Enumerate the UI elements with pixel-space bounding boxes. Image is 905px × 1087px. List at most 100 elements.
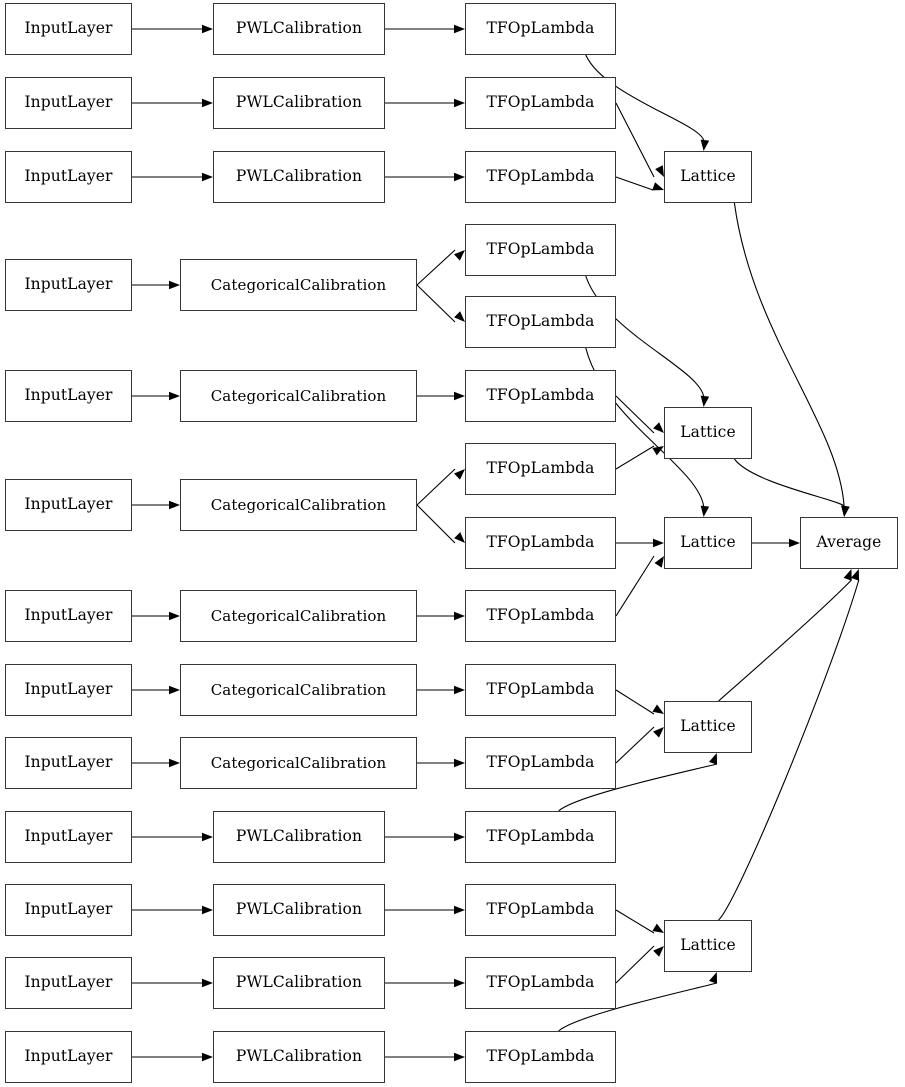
arrowhead-icon-lam5-to-lat3 bbox=[700, 505, 710, 517]
graph-node-lam8[interactable]: TFOpLambda bbox=[465, 517, 616, 569]
edge-lam12-to-lat4 bbox=[558, 763, 717, 812]
arrowhead-icon-cal5-to-lam6 bbox=[454, 391, 465, 401]
edge-cal4-to-lam5 bbox=[416, 284, 456, 323]
edge-cal4-to-lam4 bbox=[416, 249, 456, 286]
arrowhead-icon-cal13-to-lam15 bbox=[454, 1052, 465, 1062]
edge-lam7-to-lat2 bbox=[615, 445, 655, 470]
arrowhead-icon-lam4-to-lat2 bbox=[700, 395, 710, 407]
edge-lam11-to-lat4 bbox=[615, 726, 655, 764]
arrowhead-icon-cal12-to-lam14 bbox=[454, 978, 465, 988]
graph-node-in2[interactable]: InputLayer bbox=[5, 77, 132, 129]
graph-node-lam2[interactable]: TFOpLambda bbox=[465, 77, 616, 129]
graph-node-in1[interactable]: InputLayer bbox=[5, 3, 132, 55]
graph-node-cal1[interactable]: PWLCalibration bbox=[213, 3, 385, 55]
arrowhead-icon-cal1-to-lam1 bbox=[454, 24, 465, 34]
arrowhead-icon-in2-to-cal2 bbox=[202, 98, 213, 108]
graph-node-cal5[interactable]: CategoricalCalibration bbox=[180, 370, 417, 422]
arrowhead-icon-in9-to-cal9 bbox=[169, 758, 180, 768]
arrowhead-icon-lam12-to-lat4 bbox=[708, 753, 718, 765]
arrowhead-icon-lam14-to-lat5 bbox=[653, 946, 664, 957]
graph-node-cal4[interactable]: CategoricalCalibration bbox=[180, 259, 417, 311]
edge-lat2-to-avg bbox=[733, 458, 845, 507]
graph-node-cal11[interactable]: PWLCalibration bbox=[213, 884, 385, 936]
edge-lam2-to-lat1 bbox=[615, 102, 655, 178]
arrowhead-icon-cal3-to-lam3 bbox=[454, 172, 465, 182]
edge-lam9-to-lat3 bbox=[615, 555, 655, 617]
arrowhead-icon-lam6-to-lat2 bbox=[653, 422, 664, 433]
graph-node-lam14[interactable]: TFOpLambda bbox=[465, 957, 616, 1009]
graph-node-in9[interactable]: InputLayer bbox=[5, 737, 132, 789]
graph-node-in5[interactable]: InputLayer bbox=[5, 370, 132, 422]
arrowhead-icon-lam7-to-lat2 bbox=[652, 446, 664, 456]
arrowhead-icon-cal10-to-lam12 bbox=[454, 832, 465, 842]
graph-node-lat2[interactable]: Lattice bbox=[664, 407, 752, 459]
edge-lat5-to-avg bbox=[718, 579, 860, 921]
graph-node-in11[interactable]: InputLayer bbox=[5, 884, 132, 936]
graph-node-in10[interactable]: InputLayer bbox=[5, 811, 132, 863]
edge-cal6-to-lam8 bbox=[416, 504, 456, 544]
arrowhead-icon-cal9-to-lam11 bbox=[454, 758, 465, 768]
arrowhead-icon-cal8-to-lam10 bbox=[454, 685, 465, 695]
arrowhead-icon-in11-to-cal11 bbox=[202, 905, 213, 915]
graph-node-cal6[interactable]: CategoricalCalibration bbox=[180, 479, 417, 531]
graph-node-lam1[interactable]: TFOpLambda bbox=[465, 3, 616, 55]
arrowhead-icon-in13-to-cal13 bbox=[202, 1052, 213, 1062]
graph-node-avg[interactable]: Average bbox=[800, 517, 898, 569]
edge-cal6-to-lam7 bbox=[416, 468, 456, 506]
graph-node-lam15[interactable]: TFOpLambda bbox=[465, 1031, 616, 1083]
edge-lat1-to-avg bbox=[733, 202, 845, 507]
graph-node-lam4[interactable]: TFOpLambda bbox=[465, 224, 616, 276]
arrowhead-icon-in4-to-cal4 bbox=[169, 280, 180, 290]
edge-lam6-to-lat2 bbox=[615, 395, 655, 434]
graph-node-lam6[interactable]: TFOpLambda bbox=[465, 370, 616, 422]
graph-node-lam5[interactable]: TFOpLambda bbox=[465, 296, 616, 348]
graph-node-lam12[interactable]: TFOpLambda bbox=[465, 811, 616, 863]
edge-lam3-to-lat1 bbox=[615, 176, 654, 191]
graph-node-lat5[interactable]: Lattice bbox=[664, 920, 752, 972]
edge-lam1-to-lat1 bbox=[585, 54, 705, 141]
graph-node-in12[interactable]: InputLayer bbox=[5, 957, 132, 1009]
graph-node-lam13[interactable]: TFOpLambda bbox=[465, 884, 616, 936]
graph-node-cal12[interactable]: PWLCalibration bbox=[213, 957, 385, 1009]
graph-node-cal2[interactable]: PWLCalibration bbox=[213, 77, 385, 129]
graph-node-lam7[interactable]: TFOpLambda bbox=[465, 443, 616, 495]
arrowhead-icon-lam3-to-lat1 bbox=[652, 182, 664, 191]
graph-node-in6[interactable]: InputLayer bbox=[5, 479, 132, 531]
arrowhead-icon-lam8-to-lat3 bbox=[653, 538, 664, 548]
edge-lam14-to-lat5 bbox=[615, 945, 655, 984]
arrowhead-icon-in6-to-cal6 bbox=[169, 500, 180, 510]
arrowhead-icon-lam9-to-lat3 bbox=[654, 556, 664, 568]
arrowhead-icon-in7-to-cal7 bbox=[169, 611, 180, 621]
arrowhead-icon-lam13-to-lat5 bbox=[652, 923, 664, 933]
arrowhead-icon-lam2-to-lat1 bbox=[655, 165, 664, 177]
graph-node-in7[interactable]: InputLayer bbox=[5, 590, 132, 642]
graph-node-cal9[interactable]: CategoricalCalibration bbox=[180, 737, 417, 789]
graph-node-cal7[interactable]: CategoricalCalibration bbox=[180, 590, 417, 642]
graph-node-in3[interactable]: InputLayer bbox=[5, 151, 132, 203]
arrowhead-icon-in10-to-cal10 bbox=[202, 832, 213, 842]
arrowhead-icon-in1-to-cal1 bbox=[202, 24, 213, 34]
graph-node-in4[interactable]: InputLayer bbox=[5, 259, 132, 311]
arrowhead-icon-cal2-to-lam2 bbox=[454, 98, 465, 108]
graph-node-lam10[interactable]: TFOpLambda bbox=[465, 664, 616, 716]
graph-node-lam11[interactable]: TFOpLambda bbox=[465, 737, 616, 789]
graph-node-lat1[interactable]: Lattice bbox=[664, 151, 752, 203]
arrowhead-icon-in5-to-cal5 bbox=[169, 391, 180, 401]
graph-node-lam3[interactable]: TFOpLambda bbox=[465, 151, 616, 203]
graph-node-in13[interactable]: InputLayer bbox=[5, 1031, 132, 1083]
graph-node-cal3[interactable]: PWLCalibration bbox=[213, 151, 385, 203]
graph-node-in8[interactable]: InputLayer bbox=[5, 664, 132, 716]
graph-node-lat3[interactable]: Lattice bbox=[664, 517, 752, 569]
edge-lam15-to-lat5 bbox=[558, 982, 717, 1032]
graph-node-cal8[interactable]: CategoricalCalibration bbox=[180, 664, 417, 716]
graph-node-lam9[interactable]: TFOpLambda bbox=[465, 590, 616, 642]
arrowhead-icon-lat5-to-avg bbox=[850, 569, 860, 581]
graph-node-lat4[interactable]: Lattice bbox=[664, 701, 752, 753]
edge-lam13-to-lat5 bbox=[615, 909, 655, 934]
arrowhead-icon-lam10-to-lat4 bbox=[652, 704, 664, 714]
graph-node-cal13[interactable]: PWLCalibration bbox=[213, 1031, 385, 1083]
edge-lat4-to-avg bbox=[718, 579, 852, 702]
arrowhead-icon-in3-to-cal3 bbox=[202, 172, 213, 182]
graph-node-cal10[interactable]: PWLCalibration bbox=[213, 811, 385, 863]
